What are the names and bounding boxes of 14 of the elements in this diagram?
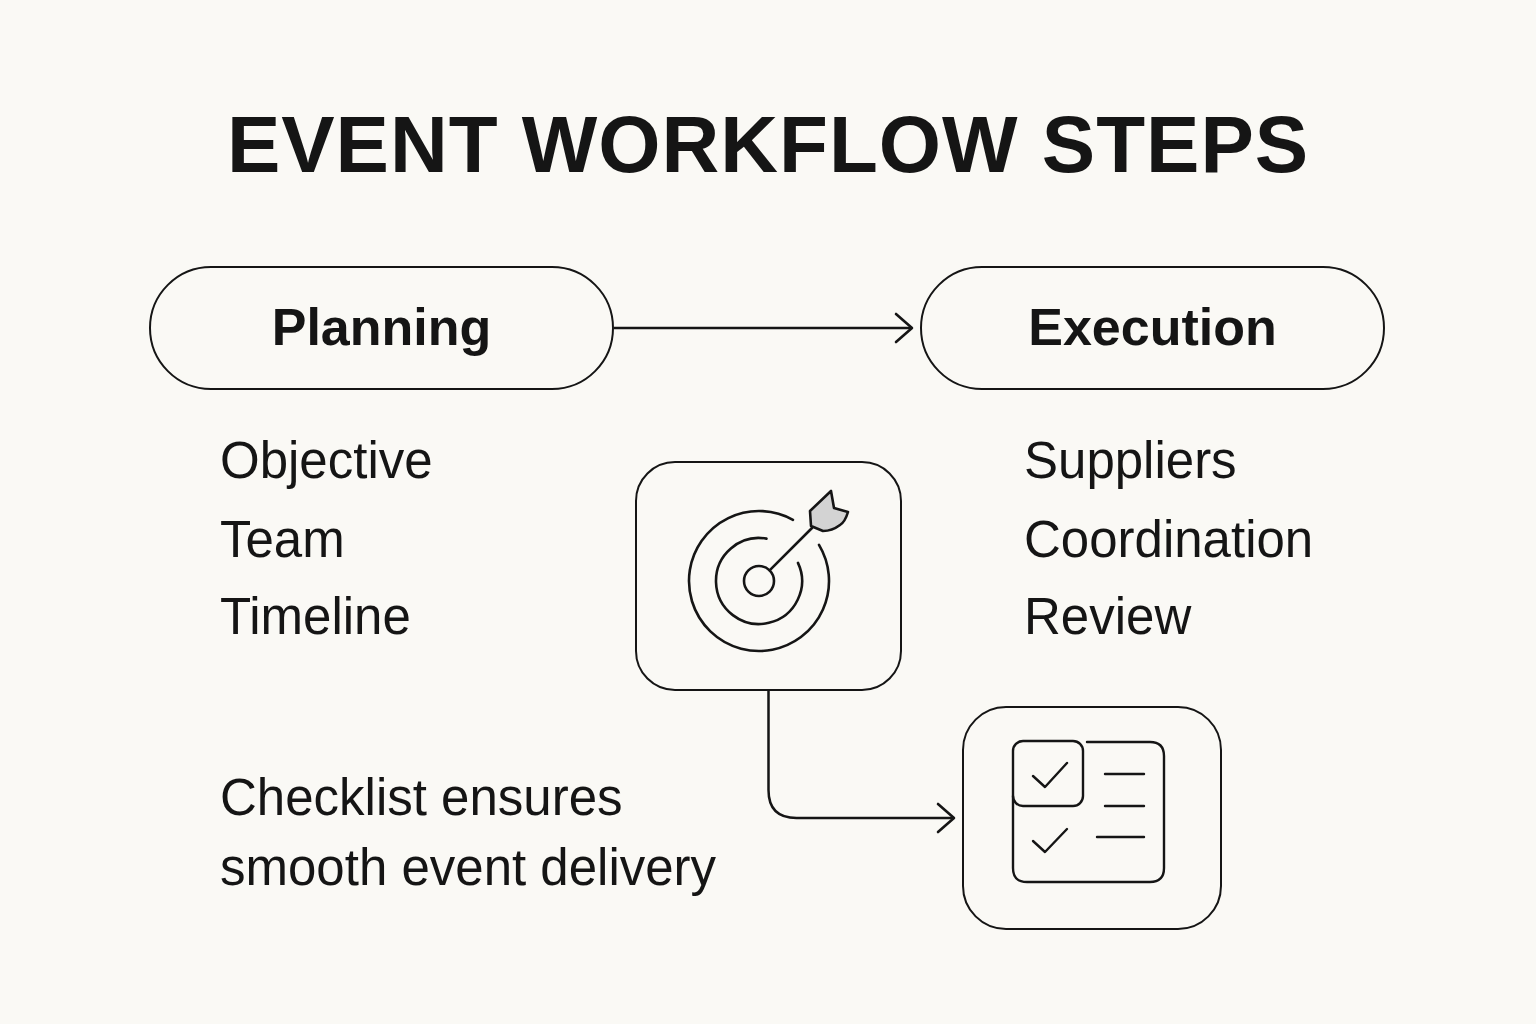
connector-arrow [767,691,956,834]
stage-title: Execution [1028,298,1277,358]
caption-text: Checklist ensures smooth event delivery [220,768,718,898]
list-item: Review [1024,587,1192,647]
list-item: Timeline [220,587,411,647]
list-item: Objective [220,431,433,491]
diagram-title: EVENT WORKFLOW STEPS [226,100,1310,190]
list-item: Team [220,510,345,570]
list-item: Suppliers [1024,431,1237,491]
icon-card [962,706,1222,930]
list-item: Coordination [1024,510,1314,570]
stage-title: Planning [271,298,492,358]
icon-card [635,461,902,691]
connector-arrow [614,312,914,344]
